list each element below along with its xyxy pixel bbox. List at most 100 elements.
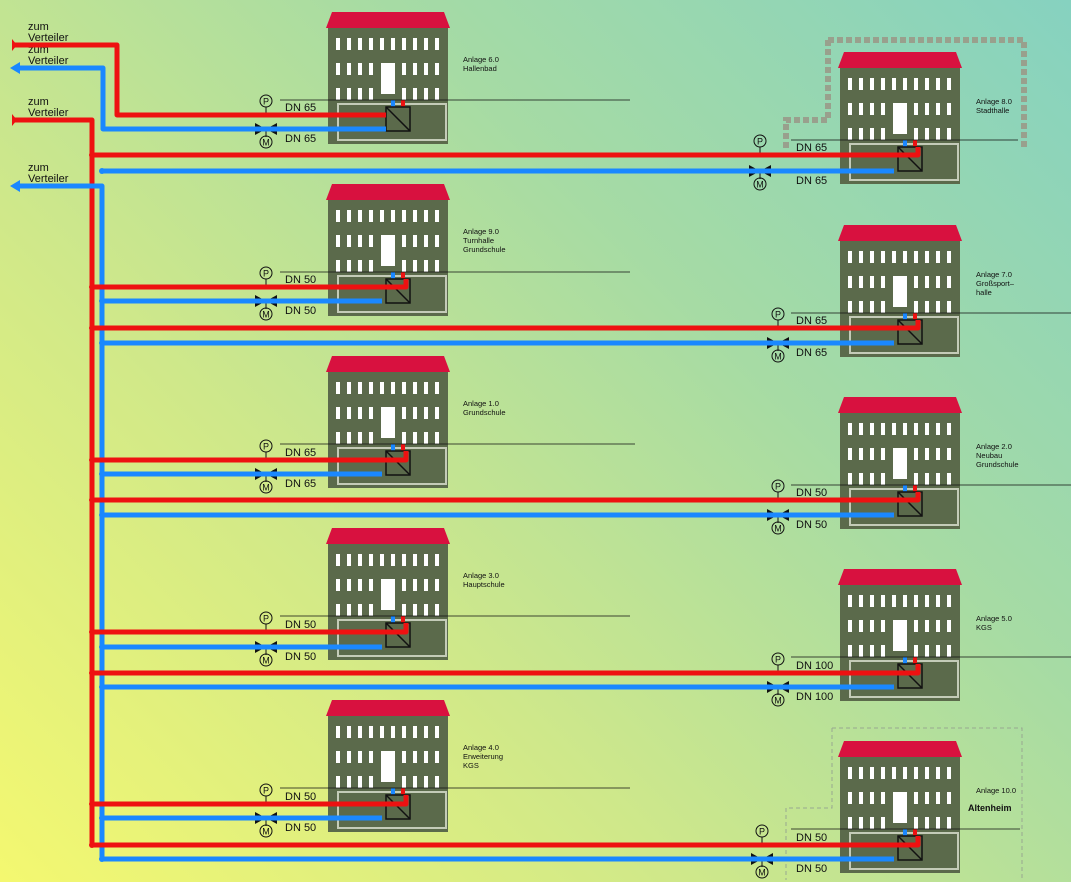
building-door [381,235,395,266]
building-window [936,620,940,632]
building-window [358,776,362,788]
plant-name-line: Großsport– [976,279,1015,288]
building-window [369,235,373,247]
building-window [914,620,918,632]
building-window [347,554,351,566]
building-window [347,63,351,75]
building-window [424,726,428,738]
building-window [435,579,439,591]
building-window [848,620,852,632]
motor-icon [259,135,273,149]
heat-exchanger-box [385,794,411,820]
stadthalle-outline [783,40,831,150]
building-window [848,645,852,657]
pressure-label: P [263,442,269,452]
stadthalle-outline [828,37,1027,150]
building-window [358,38,362,50]
pressure-label: P [775,482,781,492]
building-window [914,301,918,313]
building-window [881,78,885,90]
dn-supply-label: DN 50 [796,832,827,844]
building-window [903,767,907,779]
building-window [380,382,384,394]
building-window [848,595,852,607]
building-window [369,432,373,444]
building-window [413,726,417,738]
building-window [870,103,874,115]
building-window [358,726,362,738]
supply-pipe [92,147,921,158]
building-window [413,88,417,100]
building-window [435,63,439,75]
pressure-label: P [775,655,781,665]
building-window [936,423,940,435]
building-window [413,751,417,763]
building-window [859,817,863,829]
heat-exchanger-box [897,835,923,861]
building-window [391,726,395,738]
dn-supply-label: DN 100 [796,660,833,672]
building-window [402,776,406,788]
building-roof [326,528,450,544]
pressure-label: P [263,97,269,107]
motor-icon [771,693,785,707]
building-window [358,579,362,591]
motor-label: M [262,310,270,320]
building-window [358,407,362,419]
building [326,184,450,316]
return-pipe [14,65,386,132]
pressure-gauge: P [259,783,273,804]
building-window [848,103,852,115]
motor-valve: M [767,509,789,535]
building-window [947,128,951,140]
building-window [413,604,417,616]
motor-icon [259,307,273,321]
building-window [914,448,918,460]
plant-extra-label: Altenheim [968,803,1012,813]
heat-exchanger-box [385,450,411,476]
building-window [402,88,406,100]
dn-supply-label: DN 50 [285,274,316,286]
plant-name-line: Erweiterung [463,752,503,761]
building-window [859,128,863,140]
plant-name-line: Hauptschule [463,580,505,589]
pressure-label: P [775,310,781,320]
altenheim-outline [832,727,1023,880]
building-window [947,792,951,804]
building-window [391,554,395,566]
building-window [369,63,373,75]
building-window [413,235,417,247]
building [838,52,962,184]
building-window [413,38,417,50]
heat-exchanger [897,319,923,345]
heat-exchanger-box [897,146,923,172]
plant-name-line: Turnhalle [463,236,494,245]
building-window [881,792,885,804]
heat-exchanger [897,491,923,517]
building-window [859,473,863,485]
building-window [369,382,373,394]
pressure-gauge: P [771,307,785,328]
building-window [347,88,351,100]
inlet-line2: Verteiler [28,107,69,119]
building-window [435,751,439,763]
heat-exchanger [385,794,411,820]
building-window [925,645,929,657]
dn-return-label: DN 65 [796,347,827,359]
building-window [936,595,940,607]
motor-label: M [774,696,782,706]
building [838,397,962,529]
building-window [859,78,863,90]
building-window [369,726,373,738]
building-window [402,726,406,738]
supply-pipe [92,623,409,635]
building-window [424,776,428,788]
building-window [936,128,940,140]
building-window [402,235,406,247]
building-window [925,448,929,460]
dn-return-label: DN 50 [796,863,827,875]
inlet-line1: zum [28,162,49,174]
heat-exchanger-box [897,319,923,345]
plant-name-line: KGS [976,623,992,632]
